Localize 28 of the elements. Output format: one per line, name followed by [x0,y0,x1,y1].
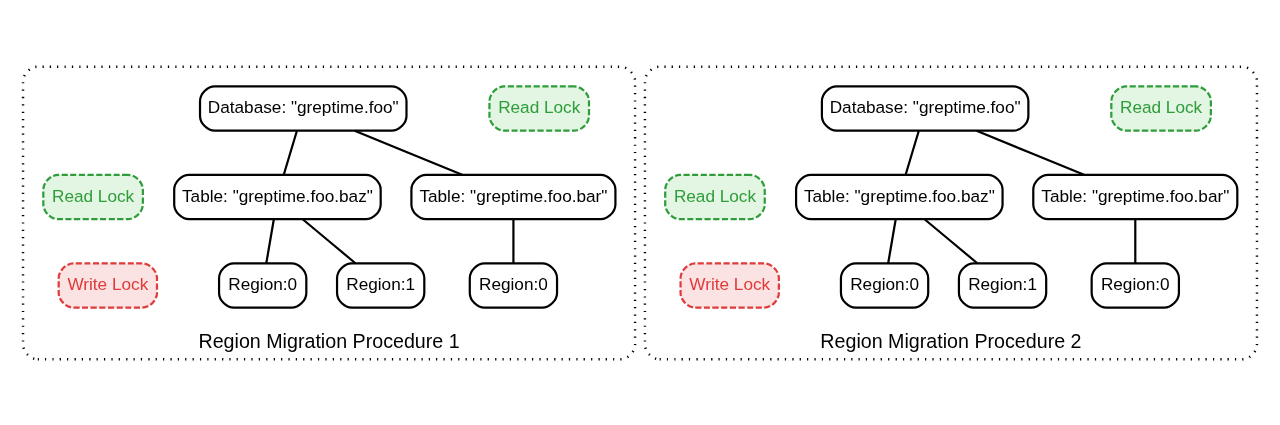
node-box: Read Lock [488,84,591,132]
node-box: Table: "greptime.foo.baz" [794,173,1004,220]
node-box: Read Lock [1110,84,1212,132]
node-box: Read Lock [42,173,144,220]
connector [976,129,1085,176]
connector [302,218,357,264]
connector [265,218,275,263]
node-box: Region:1 [335,261,426,309]
node-box: Database: "greptime.foo" [198,84,408,132]
connector [512,219,515,263]
node-box: Write Lock [679,261,780,309]
node-box: Region:0 [1090,261,1181,309]
node-box: Region:0 [468,261,559,309]
connector [904,130,920,175]
node-box: Region:0 [217,261,308,309]
connector [354,129,463,176]
node-box: Read Lock [664,173,766,220]
node-box: Region:1 [957,261,1048,309]
node-box: Table: "greptime.foo.bar" [1032,173,1239,220]
connector [282,130,298,175]
connector [924,218,979,264]
node-box: Table: "greptime.foo.baz" [173,173,382,220]
node-box: Region:0 [839,261,930,309]
node-box: Table: "greptime.foo.bar" [410,173,617,220]
node-box: Write Lock [57,261,159,309]
node-box: Database: "greptime.foo" [820,84,1030,132]
connector [887,218,897,263]
connector [1134,219,1137,263]
